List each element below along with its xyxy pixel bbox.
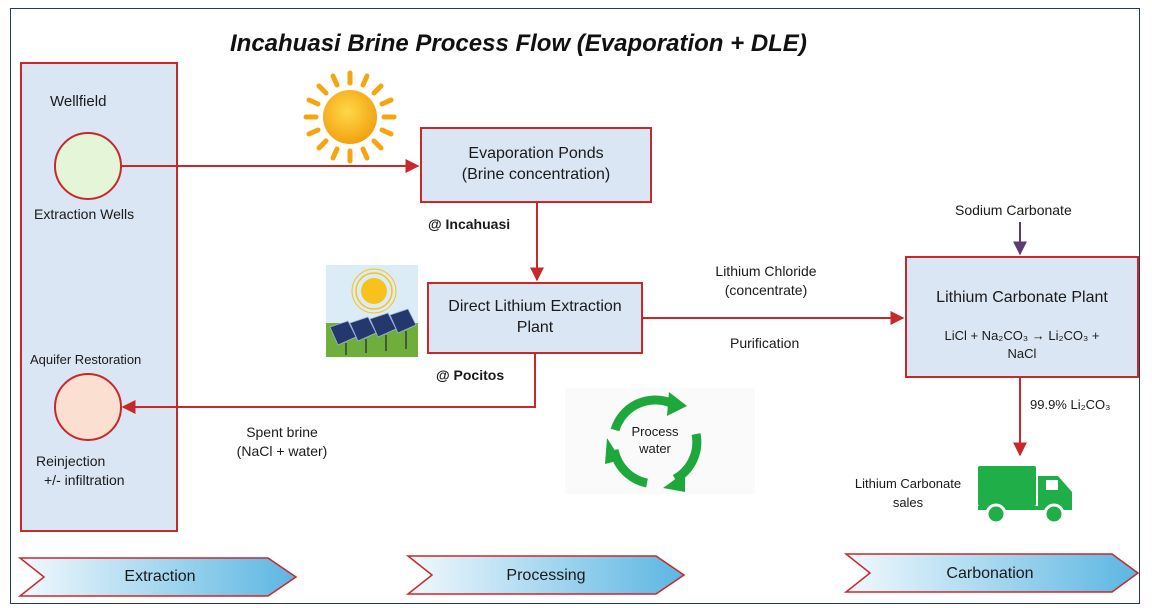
evaporation-ponds-line2: (Brine concentration) (461, 166, 611, 183)
dle-plant-line2: Plant (516, 319, 554, 336)
extraction-well-circle (54, 132, 122, 200)
spent-brine-line2: (NaCl + water) (236, 443, 328, 459)
stage-carbonation-chevron (843, 553, 1140, 593)
arrow-spent-brine (121, 354, 536, 414)
reinjection-label: Reinjection +/- infiltration (36, 452, 146, 490)
spent-brine-line1: Spent brine (246, 424, 318, 440)
dle-plant-line1: Direct Lithium Extraction (448, 298, 622, 315)
lithium-chloride-line1: Lithium Chloride (715, 263, 817, 279)
reinjection-well-circle (54, 373, 122, 441)
aquifer-restoration-label: Aquifer Restoration (30, 352, 142, 367)
lithium-chloride-line2: (concentrate) (724, 282, 808, 298)
lithium-sales-label: Lithium Carbonate sales (838, 474, 978, 512)
stage-extraction-chevron (17, 557, 298, 597)
diagram-title: Incahuasi Brine Process Flow (Evaporatio… (230, 30, 807, 57)
truck-icon (978, 466, 1072, 525)
stage-processing-text: Processing (506, 567, 586, 584)
diagram-frame (10, 8, 1140, 604)
stage-carbonation-text: Carbonation (946, 565, 1034, 582)
carbonate-plant-title: Lithium Carbonate Plant (936, 289, 1108, 306)
carbonate-equation-line2: NaCl (1007, 346, 1037, 361)
solar-panel-icon (326, 265, 418, 357)
carbonate-equation-line1: LiCl + Na₂CO₃ → Li₂CO₃ + (944, 328, 1100, 343)
reinjection-line1: Reinjection (36, 453, 106, 469)
sun-icon (303, 70, 397, 164)
carbonate-plant-box (905, 256, 1139, 378)
incahuasi-location: @ Incahuasi (428, 216, 511, 232)
process-water-overlay: Process water (625, 423, 685, 457)
evaporation-ponds-box (420, 127, 652, 203)
dle-plant-box (427, 282, 643, 354)
pocitos-location: @ Pocitos (436, 367, 505, 383)
dle-plant-text: Direct Lithium Extraction Plant (427, 296, 643, 338)
reinjection-line2: +/- infiltration (44, 472, 125, 488)
purification-label: Purification (730, 335, 800, 351)
evaporation-ponds-text: Evaporation Ponds (Brine concentration) (420, 143, 652, 185)
stage-processing-chevron (405, 555, 686, 595)
carbonate-equation: LiCl + Na₂CO₃ → Li₂CO₃ + NaCl (905, 327, 1139, 363)
process-water-panel (565, 388, 755, 494)
wellfield-label: Wellfield (50, 93, 107, 110)
lithium-sales-line1: Lithium Carbonate (854, 476, 962, 491)
process-water-overlay-line1: Process (631, 424, 679, 439)
lithium-chloride-label: Lithium Chloride (concentrate) (696, 262, 836, 300)
purity-label: 99.9% Li₂CO₃ (1030, 397, 1111, 412)
extraction-wells-label: Extraction Wells (34, 206, 135, 222)
process-water-overlay-line2: water (639, 441, 671, 456)
recycle-icon (605, 392, 702, 492)
evaporation-ponds-line1: Evaporation Ponds (468, 145, 604, 162)
spent-brine-label: Spent brine (NaCl + water) (222, 423, 342, 461)
stage-extraction-text: Extraction (124, 568, 196, 585)
sodium-carbonate-label: Sodium Carbonate (955, 202, 1072, 218)
lithium-sales-line2: sales (892, 495, 924, 510)
